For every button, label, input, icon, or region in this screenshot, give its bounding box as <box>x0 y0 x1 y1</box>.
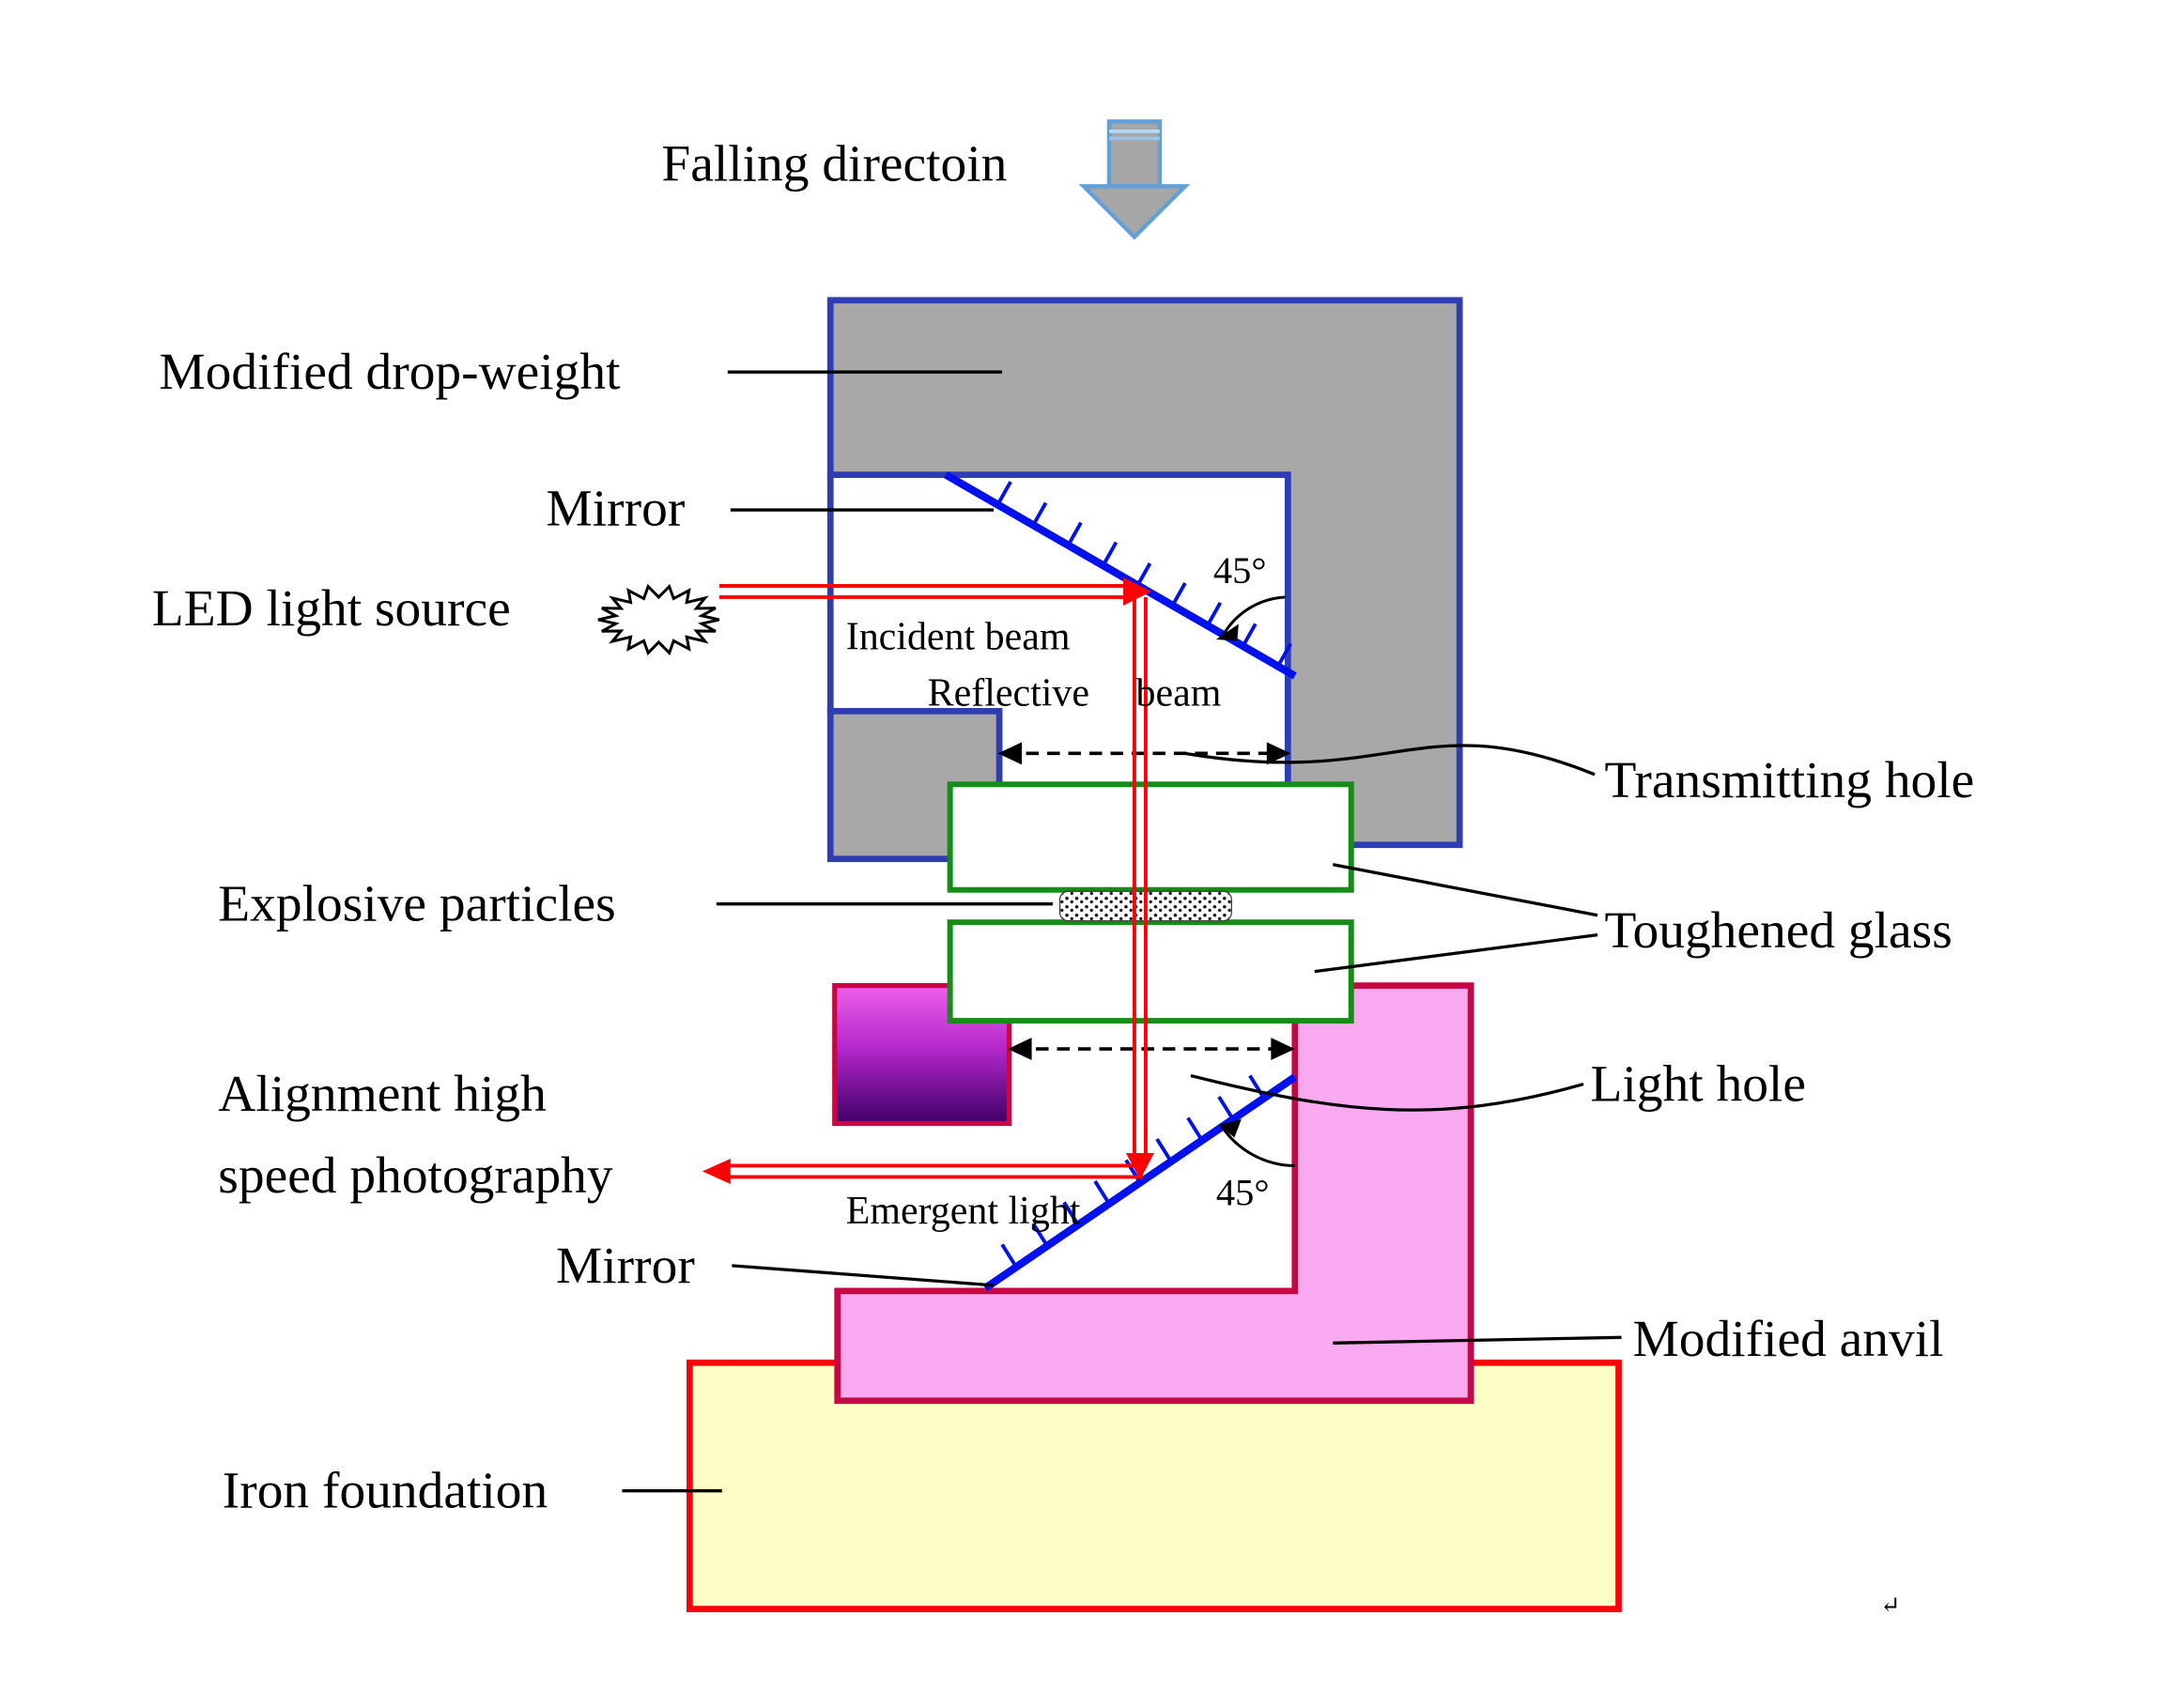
modified-drop-weight-label: Modified drop-weight <box>159 343 621 400</box>
falling-arrow-head <box>1078 184 1191 240</box>
angle-arc-bottom <box>1218 1119 1295 1167</box>
mirror-top-hatching <box>995 481 1293 668</box>
led-starburst-icon <box>597 583 720 656</box>
leader-mirror-bottom <box>732 1264 995 1287</box>
toughened-glass-top <box>947 781 1354 893</box>
mirror-top-label: Mirror <box>546 480 685 537</box>
reflective-beam-label: Reflective beam <box>928 671 1222 715</box>
toughened-glass-bottom <box>947 919 1354 1024</box>
leader-toughened-glass-top <box>1332 863 1598 917</box>
incident-beam-label: Incident beam <box>846 615 1071 658</box>
alignment-photography-label-line2: speed photography <box>218 1146 613 1204</box>
incident-beam-arrow <box>718 577 1151 606</box>
modified-anvil-body <box>834 982 1474 1405</box>
falling-direction-label: Falling directoin <box>661 134 1007 192</box>
explosive-particles-label: Explosive particles <box>218 875 615 932</box>
transmitting-hole-label: Transmitting hole <box>1605 751 1975 808</box>
light-hole-label: Light hole <box>1591 1055 1806 1113</box>
angle-top-label: 45° <box>1213 549 1267 592</box>
toughened-glass-label: Toughened glass <box>1605 901 1952 959</box>
modified-anvil-label: Modified anvil <box>1632 1310 1943 1367</box>
emergent-light-label: Emergent light <box>846 1190 1081 1233</box>
leader-transmitting-hole <box>1184 744 1596 777</box>
mirror-bottom-label: Mirror <box>556 1237 695 1294</box>
leader-light-hole <box>1190 1073 1584 1112</box>
return-mark: ↵ <box>1880 1592 1900 1619</box>
falling-arrow-icon <box>1078 119 1191 240</box>
leader-modified-anvil <box>1333 1335 1622 1345</box>
transmitting-hole-arrow <box>997 742 1291 765</box>
led-light-source-label: LED light source <box>152 579 511 637</box>
angle-bottom-label: 45° <box>1216 1171 1270 1213</box>
emergent-beam-arrow <box>702 1158 1143 1184</box>
alignment-photography-label-line1: Alignment high <box>218 1065 547 1122</box>
angle-arc-top <box>1215 595 1286 641</box>
iron-foundation-label: Iron foundation <box>223 1462 548 1519</box>
leader-toughened-glass-bottom <box>1314 933 1598 974</box>
light-hole-arrow <box>1008 1038 1295 1061</box>
mirror-top-line <box>944 471 1297 680</box>
mirror-bottom-hatching <box>1000 1074 1266 1269</box>
